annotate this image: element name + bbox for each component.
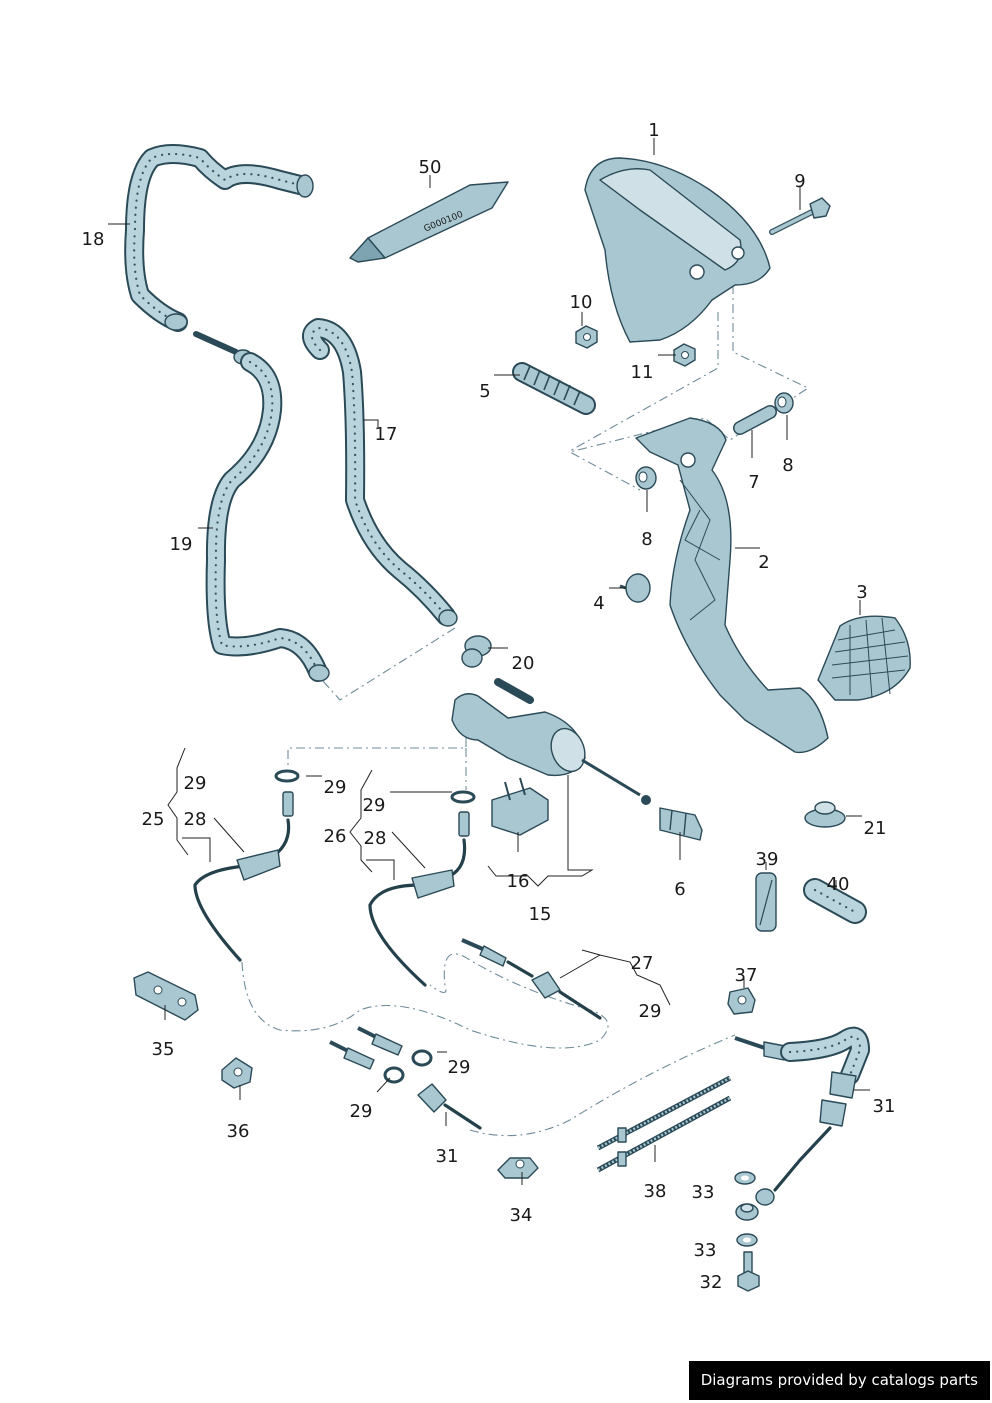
clip-35 xyxy=(133,971,199,1021)
washer-33-top xyxy=(734,1171,756,1185)
cable-ties-38 xyxy=(596,1075,732,1173)
credit-banner: Diagrams provided by catalogs parts xyxy=(688,1361,990,1400)
pressure-line-31a xyxy=(329,1026,482,1130)
callout-39: 39 xyxy=(756,849,779,870)
hose-17 xyxy=(302,318,458,627)
callout-29-f: 29 xyxy=(350,1101,373,1122)
callout-50: 50 xyxy=(419,157,442,178)
grommet-21 xyxy=(804,801,846,828)
pressure-line-31b xyxy=(734,1026,870,1206)
pressure-line-25 xyxy=(193,769,300,962)
pressure-line-27 xyxy=(461,938,602,1020)
callout-29-c: 29 xyxy=(363,795,386,816)
bushing-7 xyxy=(733,405,777,435)
callout-34: 34 xyxy=(510,1205,533,1226)
callout-6: 6 xyxy=(674,879,685,900)
callout-27: 27 xyxy=(631,953,654,974)
leader-lines xyxy=(108,138,870,1185)
hose-piece-40 xyxy=(803,878,867,924)
callout-18: 18 xyxy=(82,229,105,250)
callout-37: 37 xyxy=(735,965,758,986)
callout-38: 38 xyxy=(644,1181,667,1202)
clip-6 xyxy=(659,807,703,841)
grease-tube-50: G000100 xyxy=(349,181,509,263)
callout-29-e: 29 xyxy=(448,1057,471,1078)
callout-5: 5 xyxy=(479,381,490,402)
callout-33-bottom: 33 xyxy=(694,1240,717,1261)
callout-3: 3 xyxy=(856,582,867,603)
callout-29-a: 29 xyxy=(184,773,207,794)
bolt-32 xyxy=(737,1251,760,1292)
callout-40: 40 xyxy=(827,874,850,895)
nut-10 xyxy=(575,325,598,349)
callouts: 1 2 3 4 5 6 7 8 8 9 10 11 15 16 17 18 19… xyxy=(82,120,896,1293)
callout-1: 1 xyxy=(648,120,659,141)
callout-8-top: 8 xyxy=(782,455,793,476)
callout-16: 16 xyxy=(507,871,530,892)
callout-9: 9 xyxy=(794,171,805,192)
master-cylinder-15 xyxy=(451,678,651,805)
callout-35: 35 xyxy=(152,1039,175,1060)
callout-33-top: 33 xyxy=(692,1182,715,1203)
callout-19: 19 xyxy=(170,534,193,555)
callout-2: 2 xyxy=(758,552,769,573)
callout-17: 17 xyxy=(375,424,398,445)
callout-29-b: 29 xyxy=(324,777,347,798)
callout-15: 15 xyxy=(529,904,552,925)
clip-36 xyxy=(221,1057,253,1089)
bushing-8-top xyxy=(774,392,794,414)
callout-28-left: 28 xyxy=(184,809,207,830)
callout-36: 36 xyxy=(227,1121,250,1142)
bolt-9 xyxy=(769,197,831,235)
grommet-20 xyxy=(461,635,492,668)
callout-31-right: 31 xyxy=(873,1096,896,1117)
washer-33-bottom xyxy=(736,1233,758,1247)
callout-10: 10 xyxy=(570,292,593,313)
sleeve-39 xyxy=(755,872,777,932)
callout-21: 21 xyxy=(864,818,887,839)
assembly-lines xyxy=(241,285,810,1137)
callout-11: 11 xyxy=(631,362,654,383)
nut-11 xyxy=(673,343,696,367)
callout-32: 32 xyxy=(700,1272,723,1293)
callout-26: 26 xyxy=(324,826,347,847)
banjo-nut xyxy=(735,1203,759,1221)
callout-20: 20 xyxy=(512,653,535,674)
sensor-16 xyxy=(491,777,549,836)
callout-7: 7 xyxy=(748,472,759,493)
callout-8-bottom: 8 xyxy=(641,529,652,550)
hose-19 xyxy=(193,331,330,682)
spring-5 xyxy=(512,362,596,415)
pedal-arm-2 xyxy=(635,417,829,754)
bushing-8-bottom xyxy=(635,466,657,490)
callout-28-center: 28 xyxy=(364,828,387,849)
callout-29-d: 29 xyxy=(639,1001,662,1022)
hose-18 xyxy=(124,144,314,332)
callout-4: 4 xyxy=(593,593,604,614)
clip-34 xyxy=(497,1157,539,1179)
pressure-line-26 xyxy=(368,790,476,987)
clip-37 xyxy=(727,987,756,1015)
callout-25: 25 xyxy=(142,809,165,830)
pedal-bracket-1 xyxy=(584,157,771,343)
callout-31-center: 31 xyxy=(436,1146,459,1167)
pedal-pad-3 xyxy=(817,615,911,701)
